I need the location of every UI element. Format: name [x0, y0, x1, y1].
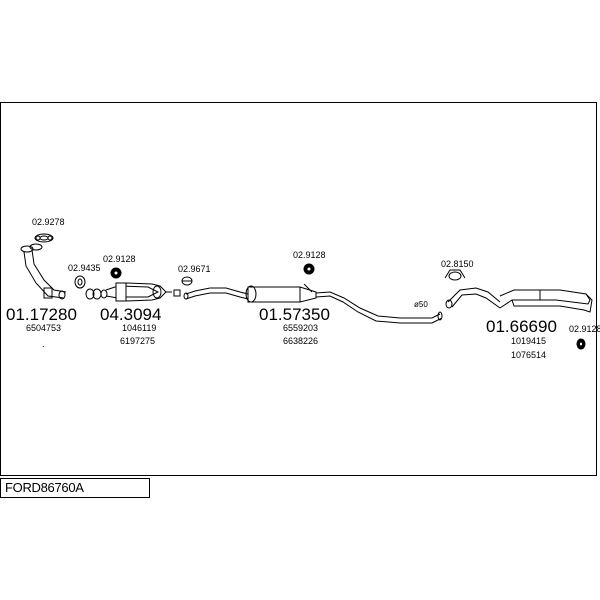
intermediate-pipe-drawing: [183, 287, 249, 300]
oe-reference: 6638226: [283, 336, 318, 346]
oe-reference: .: [42, 339, 45, 349]
accessory-label: 02.9435: [68, 263, 101, 273]
diagram-frame: [0, 102, 597, 476]
gasket-ring-icon: [34, 233, 54, 243]
accessory-label: 02.9128: [569, 324, 600, 334]
accessory-label: 02.9128: [293, 250, 326, 260]
clamp-icon: [444, 269, 466, 281]
flange-icon: [173, 289, 181, 297]
middle-silencer-drawing: [245, 283, 443, 324]
oe-reference: 6504753: [26, 323, 61, 333]
accessory-label: 02.9128: [103, 254, 136, 264]
diameter-label: ø50: [414, 300, 428, 309]
accessory-label: 02.9671: [178, 264, 211, 274]
oe-reference: 6197275: [120, 336, 155, 346]
part-number: 01.66690: [486, 317, 557, 336]
rubber-mount-icon: [576, 338, 586, 350]
catalyst-drawing: [105, 282, 172, 302]
oe-reference: 1046119: [122, 323, 156, 333]
oe-reference: 1019415: [511, 336, 546, 346]
model-code: FORD86760A: [5, 480, 84, 495]
accessory-label: 02.9278: [32, 217, 65, 227]
clamp-icon: [85, 288, 108, 300]
clamp-icon: [181, 276, 193, 286]
rear-silencer-drawing: [445, 287, 593, 313]
front-pipe-drawing: [20, 243, 67, 300]
part-number: 01.17280: [6, 305, 77, 324]
part-number: 01.57350: [259, 305, 330, 324]
rubber-mount-icon: [110, 267, 122, 279]
oe-reference: 1076514: [511, 350, 546, 360]
gasket-icon: [74, 275, 86, 289]
accessory-label: 02.8150: [441, 259, 474, 269]
rubber-mount-icon: [303, 263, 315, 275]
part-number: 04.3094: [100, 305, 161, 324]
model-code-box: FORD86760A: [0, 478, 150, 498]
oe-reference: 6559203: [283, 323, 318, 333]
